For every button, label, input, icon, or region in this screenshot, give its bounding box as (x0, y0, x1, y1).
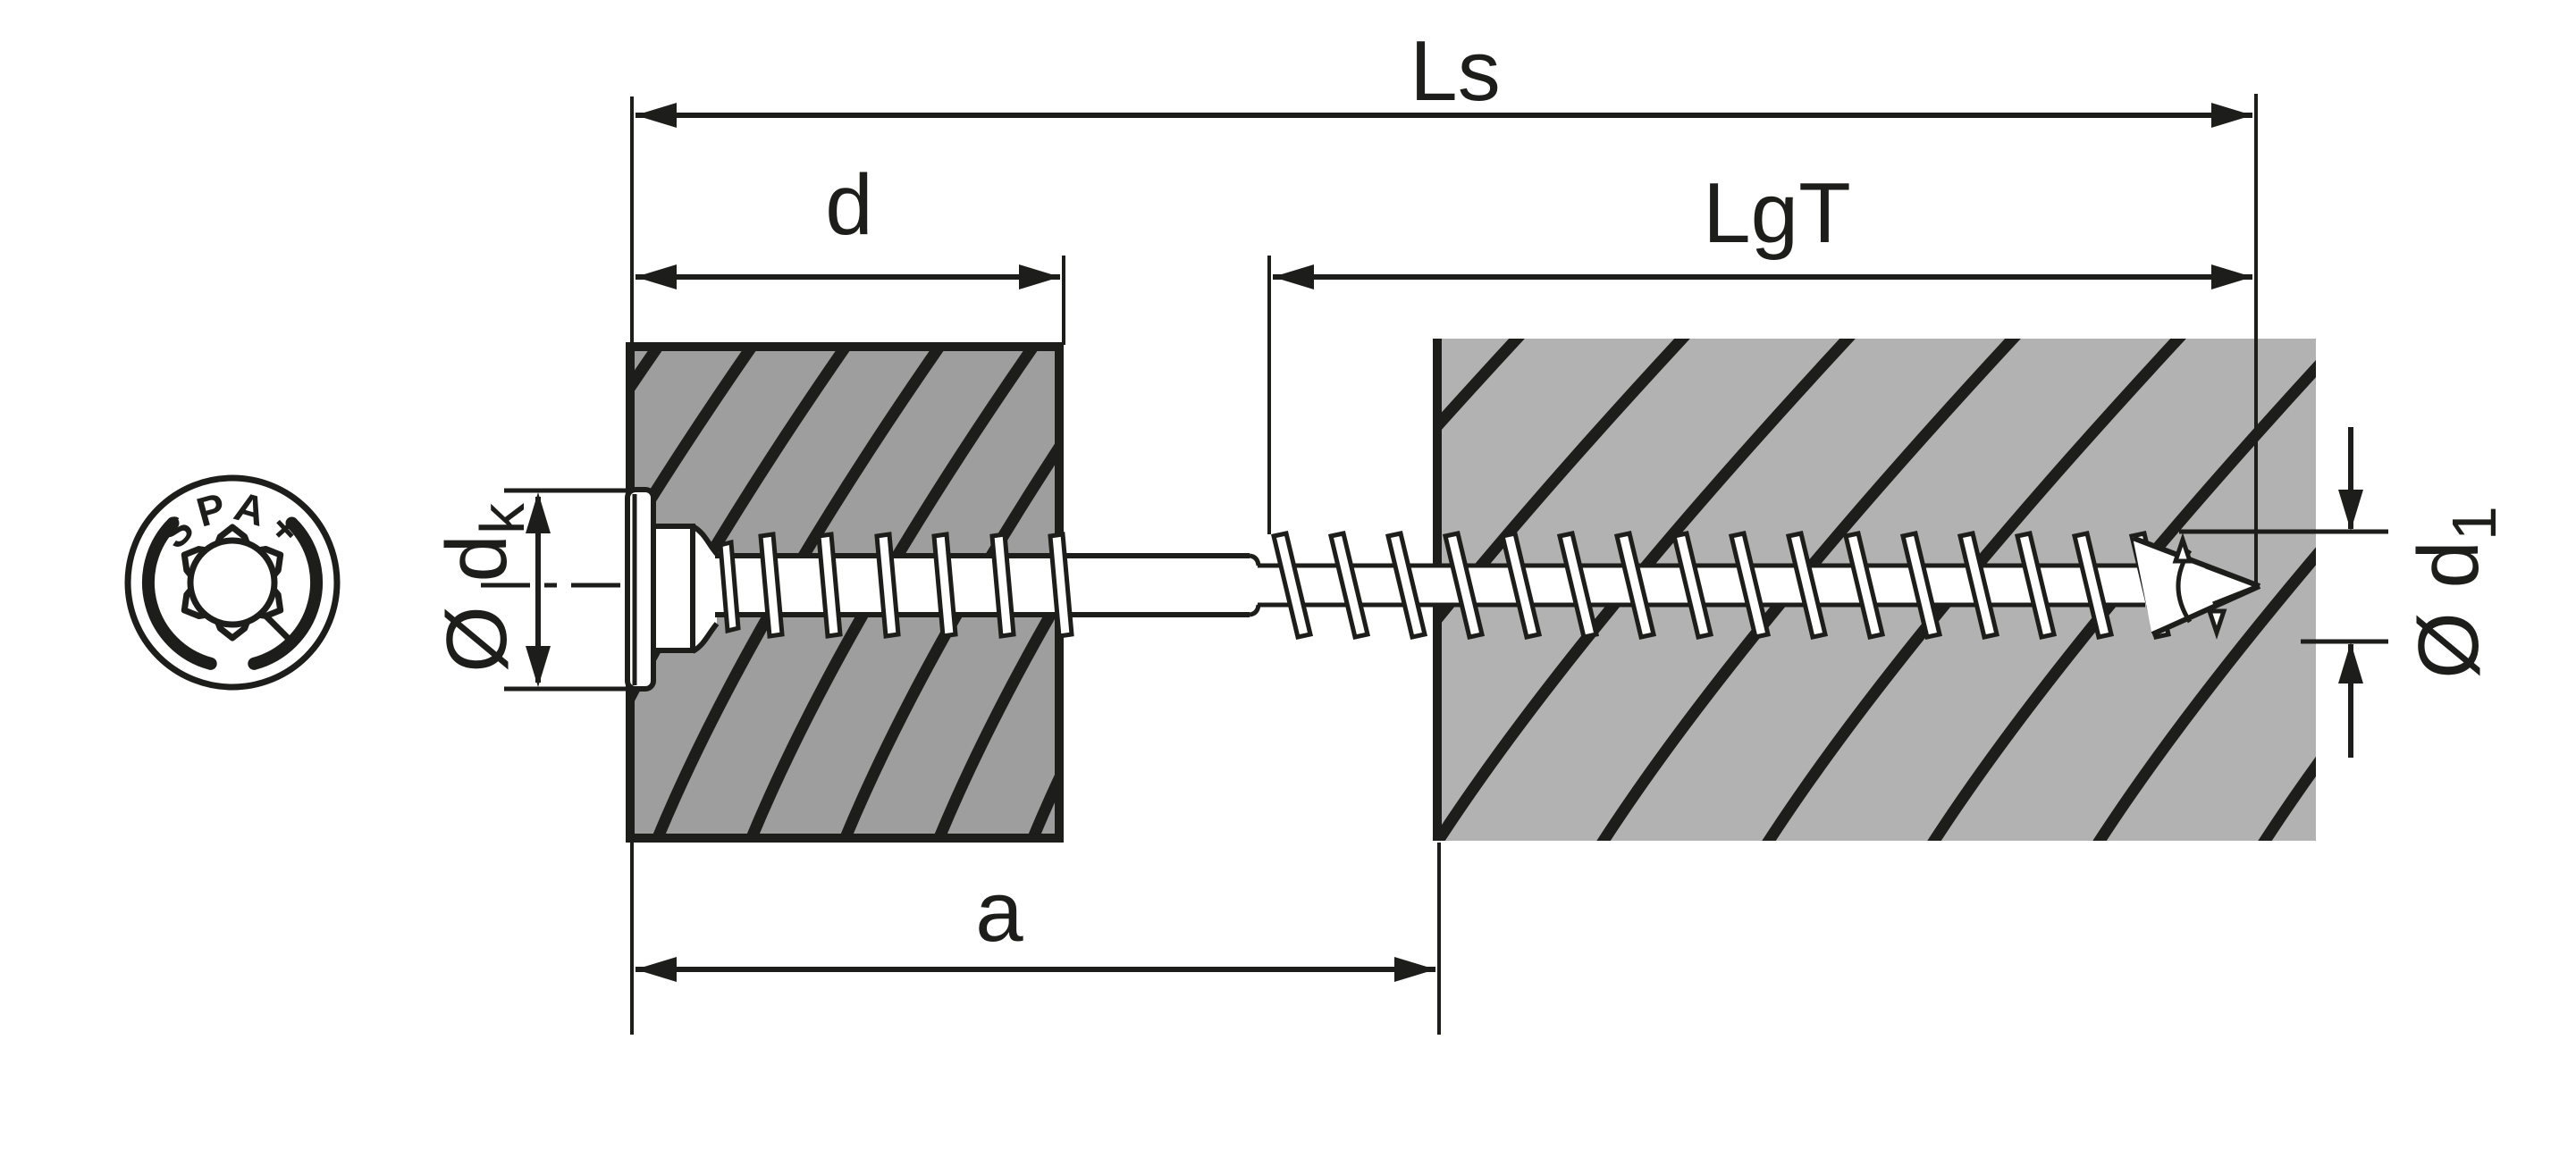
extension-lines (630, 94, 2258, 1035)
dimension-dk: Ø dk (429, 488, 629, 692)
label-upper-member-thickness: d (825, 157, 872, 253)
screw-neck-taper-top (691, 524, 720, 556)
screw (481, 487, 2261, 692)
dimension-d: d (636, 157, 1060, 289)
dimension-a: a (636, 864, 1435, 982)
logo-ring-arc-left (141, 516, 217, 670)
label-total-length: Ls (1410, 23, 1500, 119)
logo-inner-circle (187, 537, 278, 628)
screw-head (651, 524, 695, 653)
label-thread-length: LgT (1703, 165, 1850, 261)
screw-underhead-collar (718, 539, 741, 634)
label-distance-a: a (975, 864, 1023, 960)
dimensions: Ls d LgT a Ø d (429, 23, 2509, 1035)
dimension-d1: Ø d1 (2179, 427, 2509, 758)
spax-torx-logo: SPA+ (124, 474, 341, 691)
screw-washer-flange (625, 487, 656, 692)
logo-ring-arc-right (248, 516, 324, 670)
label-thread-diameter: Ø d1 (2401, 506, 2509, 679)
dimension-ls: Ls (636, 23, 2252, 128)
screw-tip (2131, 532, 2261, 640)
screw-head-thread-flights (758, 532, 1074, 639)
screw-neck-taper-bottom (691, 622, 720, 654)
label-head-diameter: Ø dk (429, 502, 537, 673)
dimension-lgt: LgT (1273, 165, 2252, 289)
